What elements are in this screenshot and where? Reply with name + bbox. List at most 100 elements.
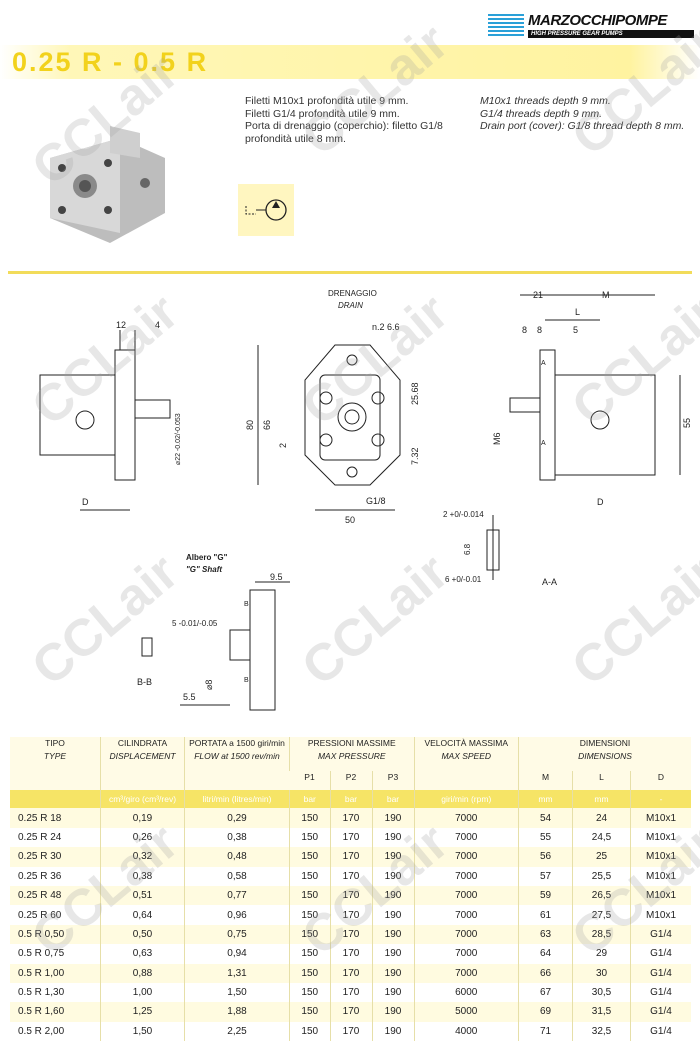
- table-cell: G1/4: [630, 1002, 691, 1022]
- description-line: M10x1 threads depth 9 mm.: [480, 95, 611, 107]
- table-cell: 25,5: [572, 866, 631, 886]
- table-cell: 190: [371, 827, 414, 848]
- description-line: Porta di drenaggio (coperchio): filetto …: [245, 120, 443, 145]
- table-cell: 170: [329, 827, 372, 848]
- table-cell: 150: [289, 924, 330, 945]
- subheader-p1: P1: [289, 771, 330, 791]
- description-line: Filetti G1/4 profondità utile 9 mm.: [245, 107, 400, 120]
- table-cell: 61: [518, 905, 573, 925]
- table-cell: 0.5 R 1,60: [10, 1002, 101, 1022]
- table-cell: 0,48: [184, 847, 290, 867]
- table-cell: 59: [518, 885, 573, 906]
- table-cell: 170: [329, 924, 372, 945]
- table-cell: 0,38: [184, 827, 290, 848]
- table-cell: 66: [518, 963, 573, 983]
- table-cell: 0.5 R 2,00: [18, 1025, 65, 1037]
- brand-name: MARZOCCHIPOMPE: [528, 12, 667, 29]
- table-cell: 1,88: [184, 1002, 290, 1022]
- table-cell: 1,50: [100, 1021, 185, 1042]
- table-cell: 24: [572, 808, 631, 828]
- table-cell: 56: [518, 847, 573, 867]
- table-cell: 150: [289, 885, 330, 906]
- drain-label: DRENAGGIO: [328, 289, 377, 298]
- table-cell: 0.25 R 60: [18, 909, 62, 921]
- dim-label: 50: [345, 515, 355, 525]
- table-cell: 0,94: [184, 944, 290, 964]
- table-cell: 32,5: [572, 1021, 631, 1042]
- dim-label: 6 +0/-0.01: [445, 575, 482, 584]
- section-mark: A: [541, 360, 546, 367]
- table-cell: 170: [329, 1002, 372, 1022]
- subheader-m: M: [518, 771, 573, 791]
- dim-label: M6: [492, 432, 502, 445]
- table-cell: 190: [371, 1021, 414, 1042]
- table-cell: 190: [371, 905, 414, 925]
- table-cell: M10x1: [630, 808, 691, 828]
- table-cell: 0,32: [100, 847, 185, 867]
- dim-label: 80: [245, 420, 255, 430]
- dim-label: D: [82, 497, 89, 507]
- pump-photo: [50, 126, 165, 243]
- subheader-p3: P3: [371, 771, 414, 791]
- table-cell: G1/4: [630, 924, 691, 945]
- table-cell: 170: [329, 944, 372, 964]
- dim-label: 66: [262, 420, 272, 430]
- table-cell: 2,25: [184, 1021, 290, 1042]
- table-cell: 150: [289, 905, 330, 925]
- table-cell: 31,5: [572, 1002, 631, 1022]
- dim-label: 2: [278, 443, 288, 448]
- table-cell: 26,5: [572, 885, 631, 906]
- dim-label: M: [602, 290, 610, 300]
- table-cell: M10x1: [630, 827, 691, 848]
- table-cell: 0,29: [184, 808, 290, 828]
- table-cell: 150: [289, 944, 330, 964]
- table-cell: 0,77: [184, 885, 290, 906]
- section-label: B-B: [137, 677, 152, 687]
- table-cell: 0,50: [100, 924, 185, 945]
- table-cell: 0.25 R 18: [10, 808, 101, 828]
- dim-label: 6.8: [463, 543, 472, 555]
- dim-label: 2 +0/-0.014: [443, 510, 484, 519]
- unit-cell: -: [630, 790, 691, 809]
- brand-logo: MARZOCCHIPOMPE HIGH PRESSURE GEAR PUMPS: [488, 12, 694, 38]
- table-cell: 150: [289, 963, 330, 983]
- section-mark: B: [244, 677, 249, 684]
- table-cell: 55: [518, 827, 573, 848]
- table-cell: 190: [371, 1002, 414, 1022]
- table-cell: 5000: [413, 1002, 519, 1022]
- dim-label: 5 -0.01/-0.05: [172, 619, 218, 628]
- table-cell: 7000: [413, 944, 519, 964]
- table-cell: 190: [371, 982, 414, 1003]
- unit-cell: litri/min (litres/min): [184, 790, 290, 809]
- table-cell: 0.5 R 1,00: [10, 963, 101, 983]
- table-cell: 170: [329, 963, 372, 983]
- unit-cell: bar: [329, 790, 372, 809]
- table-cell: 170: [329, 905, 372, 925]
- table-cell: 0.5 R 1,30: [18, 987, 65, 999]
- table-cell: G1/4: [630, 982, 691, 1003]
- table-cell: 30: [572, 963, 631, 983]
- technical-drawings: 12 4 D ⌀22 -0.02/-0.053 DRENAGGIO DRAIN …: [39, 289, 692, 711]
- dim-label: 7.32: [410, 447, 420, 465]
- subheader-d: D: [630, 771, 691, 791]
- table-cell: 7000: [413, 924, 519, 945]
- table-cell: 150: [289, 1021, 330, 1042]
- unit-cell: mm: [518, 790, 573, 809]
- table-cell: M10x1: [630, 847, 691, 867]
- table-cell: 0.25 R 30: [10, 847, 101, 867]
- subheader-p2: P2: [329, 771, 372, 791]
- table-cell: 24,5: [572, 827, 631, 848]
- table-cell: 0,19: [100, 808, 185, 828]
